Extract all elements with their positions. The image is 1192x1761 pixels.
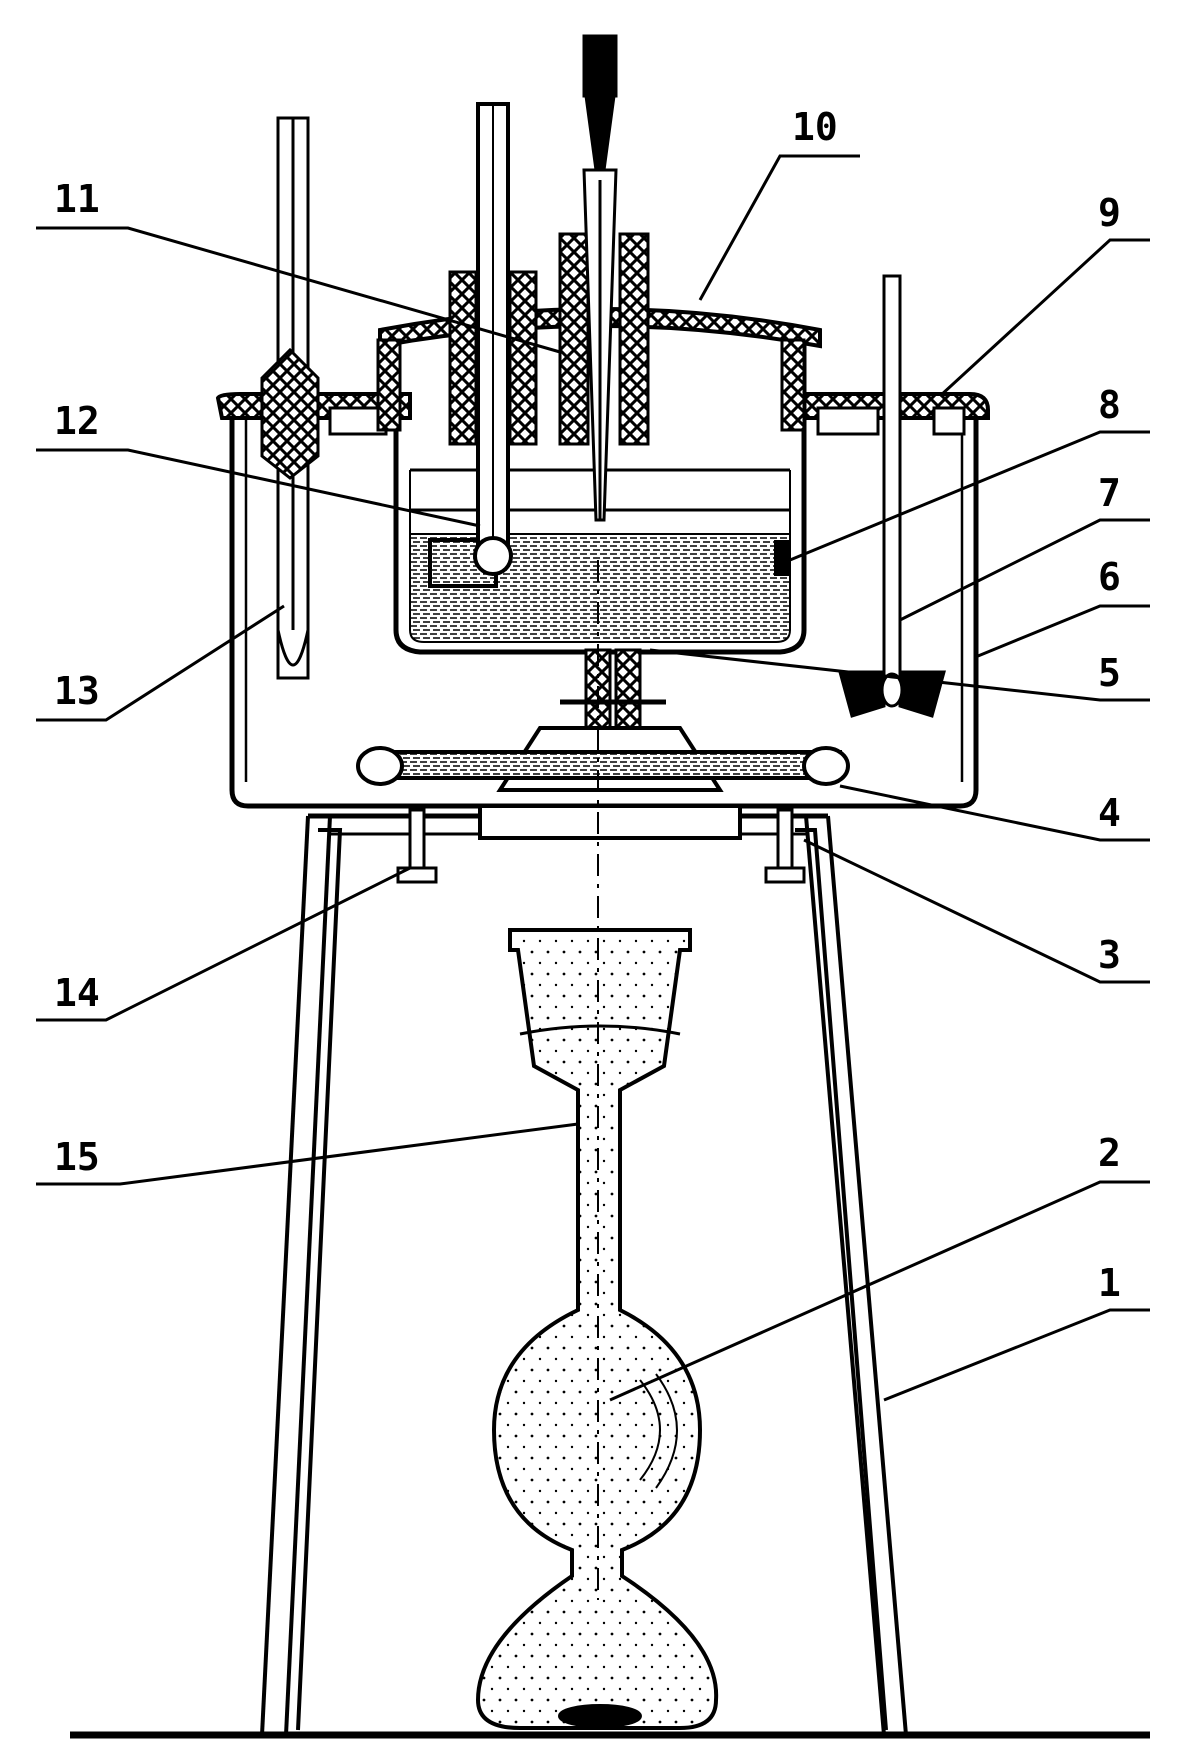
shaft-5 — [560, 648, 666, 732]
callout-8: 8 — [1098, 383, 1121, 427]
leader-lines — [36, 154, 1150, 1402]
callout-12: 12 — [54, 399, 100, 443]
callout-13: 13 — [54, 669, 100, 713]
glass-vessel — [475, 928, 719, 1730]
callout-3: 3 — [1098, 933, 1121, 977]
callout-7: 7 — [1098, 471, 1121, 515]
motor-hub — [478, 726, 742, 840]
drive-belt — [356, 746, 850, 786]
tripod-stand — [260, 813, 908, 1736]
tube-11 — [473, 102, 513, 576]
thermometer-13 — [260, 116, 320, 680]
callout-6: 6 — [1098, 555, 1121, 599]
callout-5: 5 — [1098, 651, 1121, 695]
callout-11: 11 — [54, 177, 100, 221]
lid-flange-right — [780, 338, 806, 432]
stirrer-7 — [838, 274, 946, 718]
callout-4: 4 — [1098, 791, 1121, 835]
lid-flange-left — [376, 338, 402, 432]
callout-1: 1 — [1098, 1261, 1121, 1305]
callout-14: 14 — [54, 971, 100, 1015]
callout-15: 15 — [54, 1135, 100, 1179]
stoppers — [448, 232, 650, 446]
callout-2: 2 — [1098, 1131, 1121, 1175]
callout-9: 9 — [1098, 191, 1121, 235]
callout-10: 10 — [792, 105, 838, 149]
electrode-needle — [582, 34, 618, 522]
gasket-right-8 — [774, 540, 790, 576]
mounting-bolts — [396, 808, 806, 884]
